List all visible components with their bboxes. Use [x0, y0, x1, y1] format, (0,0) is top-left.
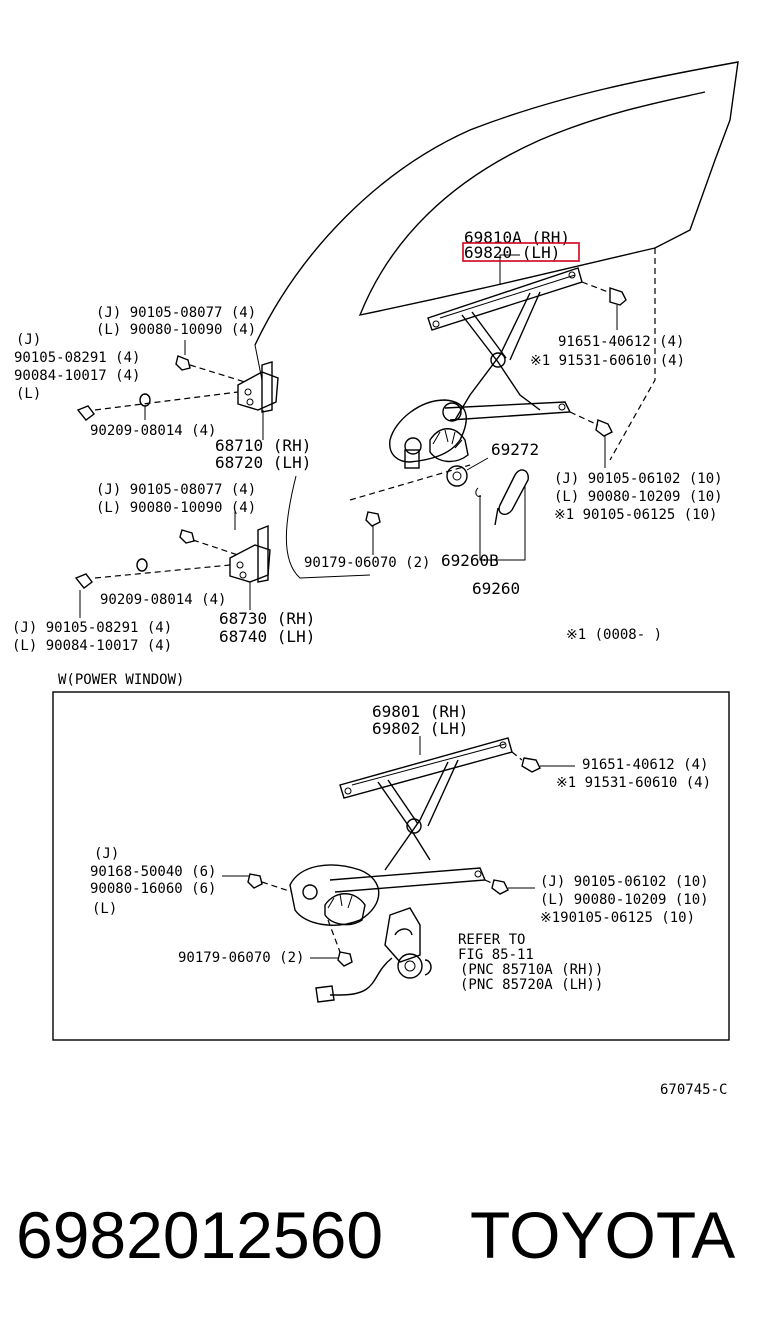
label-l6: (L) 90080-10209 (10) — [540, 892, 709, 908]
label-l4: (L) 90084-10017 (4) — [12, 638, 172, 654]
label-90168: 90168-50040 (6) — [90, 864, 216, 880]
label-refer-1: REFER TO — [458, 932, 525, 948]
label-69260: 69260 — [472, 579, 520, 598]
label-69260b: 69260B — [441, 551, 499, 570]
label-j3: (J) 90105-08077 (4) — [96, 482, 256, 498]
label-refer-4: (PNC 85720A (LH)) — [460, 977, 603, 993]
screw-icon — [349, 464, 471, 555]
label-90179-b: 90179-06070 (2) — [178, 950, 304, 966]
label-91651-a: 91651-40612 (4) — [558, 334, 684, 350]
label-j-tag: (J) — [16, 332, 41, 348]
label-90084-a: 90084-10017 (4) — [14, 368, 140, 384]
bolt-icon — [484, 879, 509, 895]
highlight-box — [462, 242, 580, 262]
label-j5: (J) — [94, 846, 119, 862]
label-l3: (L) 90080-10090 (4) — [96, 500, 256, 516]
label-91531-a: ※1 91531-60610 (4) — [530, 353, 685, 369]
label-power-window: W(POWER WINDOW) — [58, 672, 184, 688]
label-91531-b: ※1 91531-60610 (4) — [556, 775, 711, 791]
figure-reference: 670745-C — [660, 1082, 727, 1098]
label-69802: 69802 (LH) — [372, 719, 468, 738]
label-90179-a: 90179-06070 (2) — [304, 555, 430, 571]
power-regulator-assembly — [222, 736, 575, 1003]
label-l1: (L) 90080-10090 (4) — [96, 322, 256, 338]
label-note: ※1 (0008- ) — [566, 627, 662, 643]
upper-hinge — [76, 340, 279, 440]
label-69801: 69801 (RH) — [372, 702, 468, 721]
label-l2: (L) 90080-10209 (10) — [554, 489, 723, 505]
label-j4: (J) 90105-08291 (4) — [12, 620, 172, 636]
brand-name: TOYOTA — [470, 1198, 736, 1272]
label-68740: 68740 (LH) — [219, 627, 315, 646]
label-68720: 68720 (LH) — [215, 453, 311, 472]
label-91651-b: 91651-40612 (4) — [582, 757, 708, 773]
lower-hinge — [74, 510, 271, 618]
screw-icon — [327, 919, 353, 967]
guide-line — [285, 475, 371, 579]
power-window-frame — [52, 691, 730, 1041]
door-glass-outline — [254, 61, 739, 461]
label-refer-2: FIG 85-11 — [458, 947, 534, 963]
part-number: 6982012560 — [16, 1198, 384, 1272]
manual-regulator-assembly — [389, 254, 627, 561]
bolt-icon — [511, 751, 541, 773]
label-l5: (L) — [92, 901, 117, 917]
bolt-icon — [581, 281, 627, 306]
label-j1: (J) 90105-08077 (4) — [96, 305, 256, 321]
label-s6: ※190105-06125 (10) — [540, 910, 695, 926]
label-90209-b: 90209-08014 (4) — [100, 592, 226, 608]
label-refer-3: (PNC 85710A (RH)) — [460, 962, 603, 978]
label-j6: (J) 90105-06102 (10) — [540, 874, 709, 890]
label-90209-a: 90209-08014 (4) — [90, 423, 216, 439]
label-j2: (J) 90105-06102 (10) — [554, 471, 723, 487]
bolt-icon — [569, 411, 613, 437]
label-90105-08291-a: 90105-08291 (4) — [14, 350, 140, 366]
label-90080-16060: 90080-16060 (6) — [90, 881, 216, 897]
label-68710: 68710 (RH) — [215, 436, 311, 455]
label-l-tag: (L) — [16, 386, 41, 402]
label-69272: 69272 — [491, 440, 539, 459]
label-68730: 68730 (RH) — [219, 609, 315, 628]
bolt-icon — [247, 873, 293, 893]
label-s2: ※1 90105-06125 (10) — [554, 507, 717, 523]
label-69820: 69820 (LH) — [464, 243, 560, 262]
